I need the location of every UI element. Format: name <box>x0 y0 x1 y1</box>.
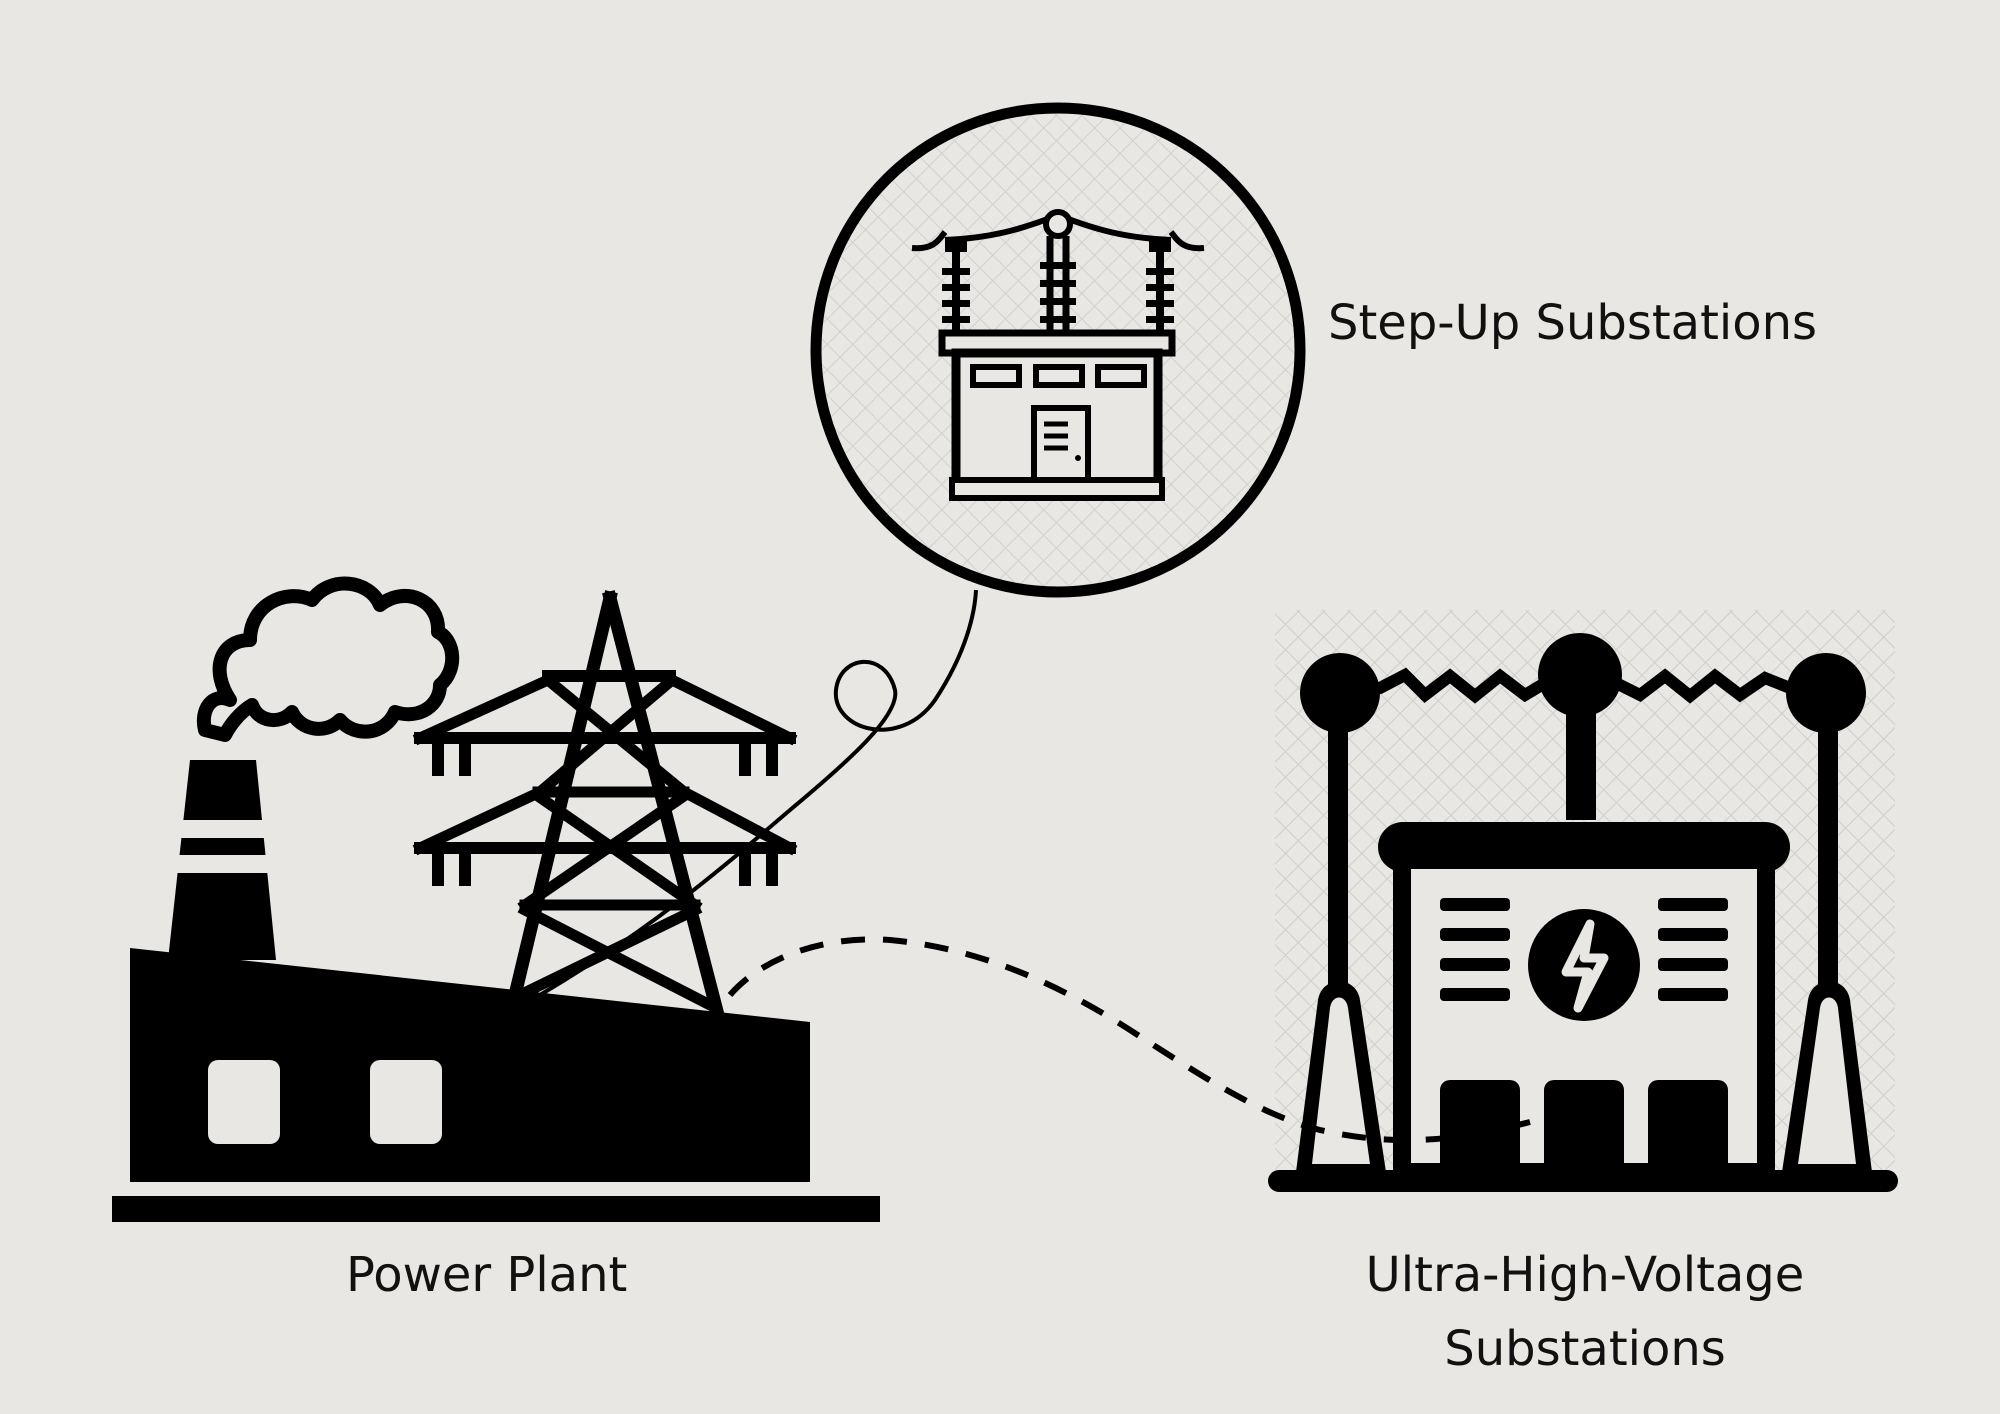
connector-plant-to-stepup <box>538 589 978 997</box>
transmission-tower-icon <box>412 590 798 1023</box>
uhv-label-line2: Substations <box>1444 1321 1726 1377</box>
uhv-substation-icon <box>1268 633 1898 1192</box>
step-up-substations-label: Step-Up Substations <box>1328 295 1818 351</box>
power-plant-label: Power Plant <box>346 1247 628 1303</box>
step-up-substation-icon <box>810 102 1306 598</box>
uhv-label-line1: Ultra-High-Voltage <box>1365 1247 1805 1303</box>
uhv-substations-label: Ultra-High-Voltage Substations <box>1285 1238 1885 1386</box>
power-plant-icon <box>112 576 880 1222</box>
connector-plant-to-uhv <box>727 936 1531 1144</box>
